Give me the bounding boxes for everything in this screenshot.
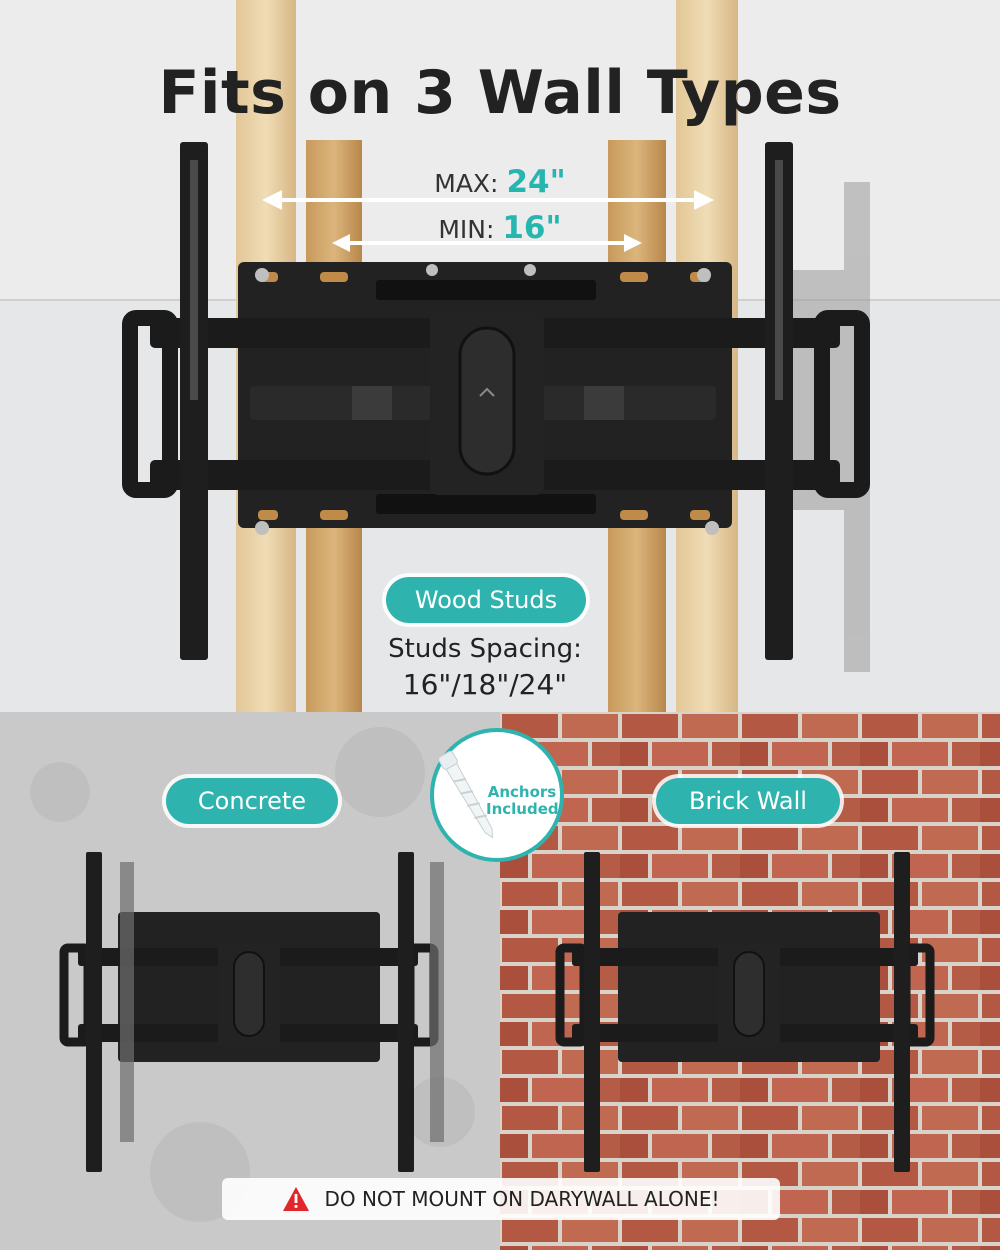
warning-text: DO NOT MOUNT ON DARYWALL ALONE!	[324, 1187, 720, 1211]
min-label: MIN:	[438, 215, 495, 244]
min-value: 16"	[502, 210, 562, 246]
drywall-warning: DO NOT MOUNT ON DARYWALL ALONE!	[222, 1178, 780, 1220]
max-spacing-label: MAX: 24"	[380, 164, 620, 200]
studs-spacing-value: 16"/18"/24"	[402, 668, 568, 701]
wood-studs-badge: Wood Studs	[386, 577, 586, 623]
anchors-line2: Included	[486, 800, 559, 818]
warning-icon	[283, 1187, 310, 1211]
max-value: 24"	[506, 164, 566, 200]
concrete-badge: Concrete	[166, 778, 338, 824]
brick-wall-badge: Brick Wall	[656, 778, 840, 824]
headline: Fits on 3 Wall Types	[158, 58, 842, 128]
studs-spacing-label: Studs Spacing:	[388, 634, 582, 664]
min-spacing-label: MIN: 16"	[380, 210, 620, 246]
anchors-included-text: Anchors Included	[486, 783, 559, 818]
wood-studs-panel	[0, 0, 1000, 712]
tv-mount-concrete	[59, 852, 444, 1172]
wall-anchor-icon	[438, 750, 494, 839]
max-label: MAX:	[434, 169, 499, 198]
tv-mount-brick	[555, 852, 935, 1172]
anchors-included-badge: Anchors Included	[430, 728, 564, 862]
studs-spacing: Studs Spacing: 16"/18"/24"	[340, 632, 630, 702]
anchors-line1: Anchors	[487, 783, 557, 801]
